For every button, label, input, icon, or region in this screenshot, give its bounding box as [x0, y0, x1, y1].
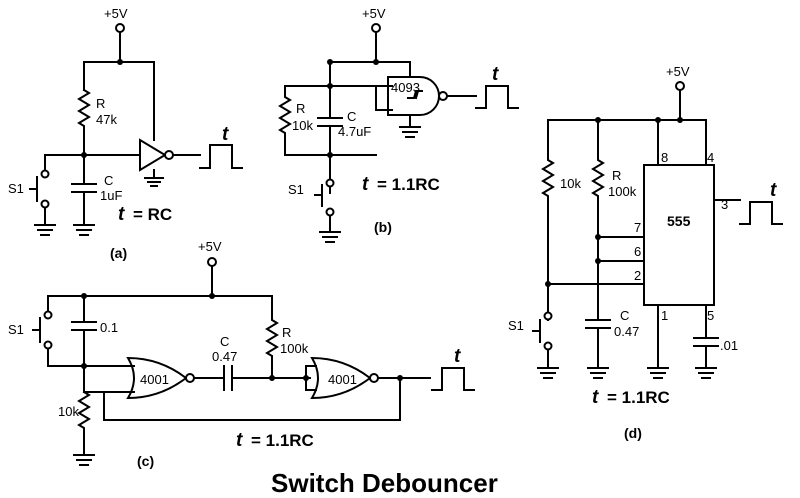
- pin-8-label: 8: [661, 150, 668, 165]
- nor-gate-c1: [126, 356, 188, 400]
- pin-7-label: 7: [634, 220, 641, 235]
- capacitor-c-name: C: [220, 334, 229, 349]
- switch-c-label: S1: [8, 322, 24, 337]
- supply-label-d: +5V: [666, 64, 690, 79]
- ic-d-label: 555: [667, 213, 691, 229]
- resistor-c-name: R: [282, 325, 291, 340]
- capacitor-a-value: 1uF: [100, 188, 122, 203]
- nor-gate-c2: [310, 356, 372, 400]
- pin-2-label: 2: [634, 268, 641, 283]
- capacitor-b-value: 4.7uF: [338, 124, 371, 139]
- supply-terminal-d: [675, 81, 685, 91]
- wiring-d-top: [547, 89, 707, 166]
- pin-3-label: 3: [721, 197, 728, 212]
- time-symbol-c: t: [454, 346, 461, 367]
- formula-b: = 1.1RC: [377, 175, 440, 194]
- supply-label-b: +5V: [362, 6, 386, 21]
- time-symbol-d: t: [770, 180, 777, 201]
- capacitor-a-name: C: [104, 173, 113, 188]
- switch-b-label: S1: [288, 182, 304, 197]
- wiring-a-top: [44, 31, 155, 156]
- circuit-b: +5V R 10k C 4.7uF 4093 t S1 t = 1.1RC (b…: [278, 6, 519, 243]
- capacitor-d-bypass: [693, 304, 719, 379]
- capacitor-d-bypass-value: .01: [720, 338, 738, 353]
- pin-1-label: 1: [661, 308, 668, 323]
- tag-a: (a): [110, 245, 127, 261]
- circuit-d: +5V 555 8 4 7 6 2 1 5 3 10k R 100k t C 0…: [508, 64, 783, 441]
- formula-b-symbol: t: [362, 174, 369, 195]
- switch-a-label: S1: [8, 181, 24, 196]
- ic-555-body: [643, 164, 715, 306]
- circuit-c: +5V 0.1 10k S1 4001 C 0.47 R 100k 4001: [8, 239, 475, 469]
- resistor-b-name: R: [296, 101, 305, 116]
- wiring-b: [278, 31, 411, 191]
- time-symbol-a: t: [222, 124, 229, 145]
- circuit-a: +5V R 47k t C 1uF S1 t = RC (a): [8, 6, 243, 261]
- resistor-d-pullup: [541, 119, 555, 321]
- supply-terminal-c: [207, 257, 217, 267]
- gate-c2-label: 4001: [328, 372, 357, 387]
- formula-a-symbol: t: [118, 204, 125, 225]
- formula-d: = 1.1RC: [607, 388, 670, 407]
- capacitor-d-name: C: [620, 308, 629, 323]
- capacitor-d-value: 0.47: [614, 324, 639, 339]
- capacitor-c: [193, 365, 311, 391]
- capacitor-b-name: C: [347, 109, 356, 124]
- resistor-c-value: 100k: [280, 341, 309, 356]
- capacitor-c-value: 0.47: [212, 349, 237, 364]
- switch-c: [32, 317, 41, 343]
- wiring-c-gates: [83, 365, 401, 421]
- ground-d-pin1: [647, 304, 669, 379]
- resistor-c: [265, 295, 279, 379]
- formula-c-symbol: t: [236, 430, 243, 451]
- schmitt-symbol-b: [407, 89, 423, 100]
- resistor-d: [591, 119, 605, 321]
- switch-b: [314, 184, 341, 243]
- wiring-c-left: [47, 265, 273, 466]
- gate-c1-label: 4001: [140, 372, 169, 387]
- pin-5-label: 5: [707, 308, 714, 323]
- capacitor-a: [71, 154, 97, 236]
- switch-d-label: S1: [508, 318, 524, 333]
- tag-d: (d): [624, 425, 642, 441]
- formula-c: = 1.1RC: [251, 431, 314, 450]
- capacitor-d: [585, 319, 611, 379]
- inverter-bubble-a: [164, 150, 174, 160]
- time-symbol-b: t: [492, 64, 499, 85]
- nand-bubble-b: [438, 91, 448, 101]
- supply-terminal-b: [371, 23, 381, 33]
- nor-bubble-c2: [369, 373, 379, 383]
- supply-terminal-a: [115, 23, 125, 33]
- resistor-b-value: 10k: [292, 118, 313, 133]
- inverter-gate-a: [139, 138, 167, 172]
- resistor-a-value: 47k: [96, 112, 117, 127]
- tag-c: (c): [137, 453, 154, 469]
- wiring-d-pins: [547, 199, 741, 285]
- formula-a: = RC: [133, 205, 172, 224]
- nor-bubble-c1: [185, 373, 195, 383]
- supply-label-a: +5V: [104, 6, 128, 21]
- pulse-waveform-c: [431, 367, 475, 391]
- pulse-waveform-a: [199, 144, 243, 169]
- resistor-d-value: 100k: [608, 184, 637, 199]
- formula-d-symbol: t: [592, 387, 599, 408]
- pulse-waveform-d: [739, 201, 783, 225]
- pulse-waveform-b: [446, 85, 519, 109]
- pin-6-label: 6: [634, 244, 641, 259]
- ic-b-label: 4093: [391, 80, 420, 95]
- pulldown-c-value: 10k: [58, 404, 79, 419]
- wiring-a-out: [144, 154, 201, 187]
- supply-label-c: +5V: [198, 239, 222, 254]
- switch-a: [29, 154, 56, 236]
- resistor-d-name: R: [612, 168, 621, 183]
- capacitor-c1-value: 0.1: [100, 320, 118, 335]
- resistor-a-name: R: [96, 96, 105, 111]
- page-title: Switch Debouncer: [271, 468, 498, 498]
- tag-b: (b): [374, 219, 392, 235]
- pin-4-label: 4: [707, 150, 714, 165]
- pullup-d-value: 10k: [560, 176, 581, 191]
- ground-b-gate: [399, 114, 421, 138]
